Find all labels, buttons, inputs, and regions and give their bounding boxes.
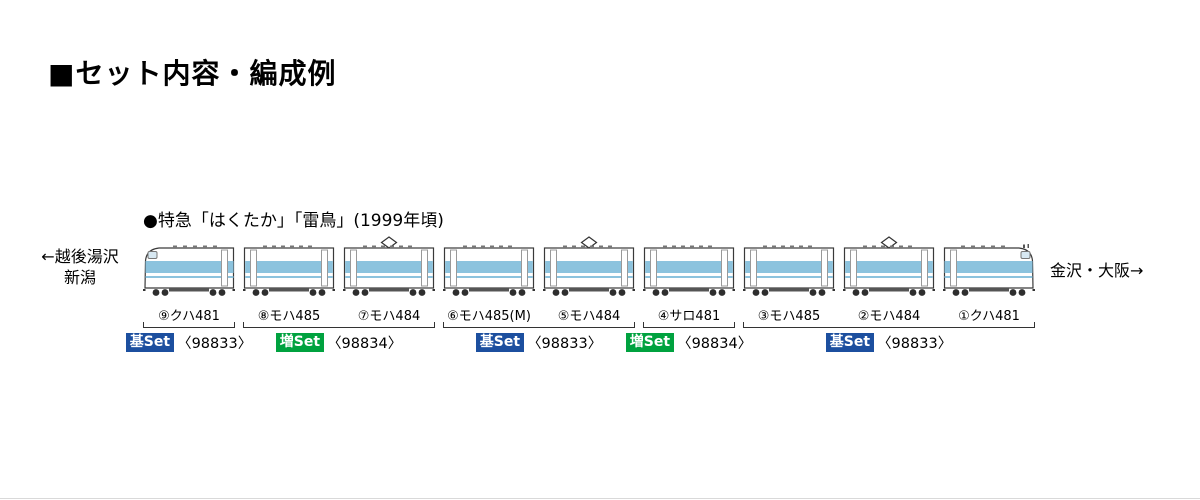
direction-left-line2: 新潟 [63, 268, 96, 287]
car-body [743, 245, 835, 289]
car-underframe [743, 288, 835, 296]
car-label: ①クハ481 [958, 309, 1020, 324]
set-badge: 増Set [625, 333, 675, 352]
set-group: 増Set 〈98834〉 [625, 322, 752, 353]
formation-caption: ●特急「はくたか」「雷鳥」(1999年頃) [143, 211, 444, 231]
car-body [243, 245, 335, 289]
set-group: 増Set 〈98834〉 [243, 322, 435, 353]
set-code: 〈98834〉 [327, 336, 403, 352]
car-label: ⑥モハ485(M) [447, 309, 531, 324]
car-underframe [643, 288, 735, 296]
car-underframe [943, 288, 1035, 296]
car-label: ⑤モハ484 [557, 309, 621, 324]
set-bracket [743, 322, 1035, 328]
train-car: ⑤モハ484 [543, 234, 635, 324]
car-body [843, 245, 935, 289]
set-badge: 増Set [275, 333, 325, 352]
set-badge: 基Set [475, 333, 525, 352]
train-car: ⑥モハ485(M) [443, 234, 535, 324]
car-illustration [543, 236, 635, 296]
train-car: ②モハ484 [843, 234, 935, 324]
car-illustration [843, 236, 935, 296]
car-underframe [543, 288, 635, 296]
set-caption: 増Set 〈98834〉 [625, 332, 752, 353]
car-body [543, 245, 635, 289]
bottom-divider [0, 498, 1200, 499]
set-caption: 基Set 〈98833〉 [743, 332, 1035, 353]
set-bracket [643, 322, 735, 328]
car-illustration [743, 245, 835, 296]
train-car: ⑦モハ484 [343, 234, 435, 324]
set-caption: 増Set 〈98834〉 [243, 332, 435, 353]
set-group: 基Set 〈98833〉 [443, 322, 635, 353]
set-bracket [143, 322, 235, 328]
direction-label-right: 金沢・大阪→ [1050, 261, 1144, 280]
car-label: ⑨クハ481 [158, 309, 220, 324]
train-car: ⑨クハ481 [143, 234, 235, 324]
car-illustration [243, 245, 335, 296]
train-row: ⑨クハ481 [143, 234, 1035, 324]
set-badge: 基Set [825, 333, 875, 352]
car-label: ③モハ485 [757, 309, 821, 324]
set-bracket [443, 322, 635, 328]
set-code: 〈98833〉 [527, 336, 603, 352]
car-illustration [443, 245, 535, 296]
car-body [643, 245, 735, 289]
page-title: ■セット内容・編成例 [48, 57, 337, 90]
car-body-cab-left [144, 245, 235, 289]
set-code: 〈98834〉 [677, 336, 753, 352]
set-group: 基Set 〈98833〉 [125, 322, 252, 353]
car-illustration [643, 245, 735, 296]
car-illustration [943, 244, 1035, 296]
train-car: ③モハ485 [743, 234, 835, 324]
train-car: ⑧モハ485 [243, 234, 335, 324]
car-illustration [343, 236, 435, 296]
set-badge: 基Set [125, 333, 175, 352]
car-body [343, 245, 435, 289]
car-label: ⑦モハ484 [357, 309, 421, 324]
car-illustration [143, 245, 235, 296]
direction-label-left: ←越後湯沢 新潟 [22, 246, 138, 288]
car-underframe [143, 288, 235, 296]
train-car: ④サロ481 [643, 234, 735, 324]
car-label: ④サロ481 [657, 309, 721, 324]
set-bracket [243, 322, 435, 328]
set-caption: 基Set 〈98833〉 [443, 332, 635, 353]
car-body [443, 245, 535, 289]
set-code: 〈98833〉 [877, 336, 953, 352]
set-group: 基Set 〈98833〉 [743, 322, 1035, 353]
set-code: 〈98833〉 [177, 336, 253, 352]
car-underframe [843, 288, 935, 296]
car-underframe [243, 288, 335, 296]
car-underframe [443, 288, 535, 296]
car-label: ⑧モハ485 [257, 309, 321, 324]
set-caption: 基Set 〈98833〉 [125, 332, 252, 353]
train-car: ①クハ481 [943, 234, 1035, 324]
car-underframe [343, 288, 435, 296]
car-label: ②モハ484 [857, 309, 921, 324]
direction-left-line1: ←越後湯沢 [41, 247, 119, 266]
car-body-cab-right [943, 244, 1034, 289]
